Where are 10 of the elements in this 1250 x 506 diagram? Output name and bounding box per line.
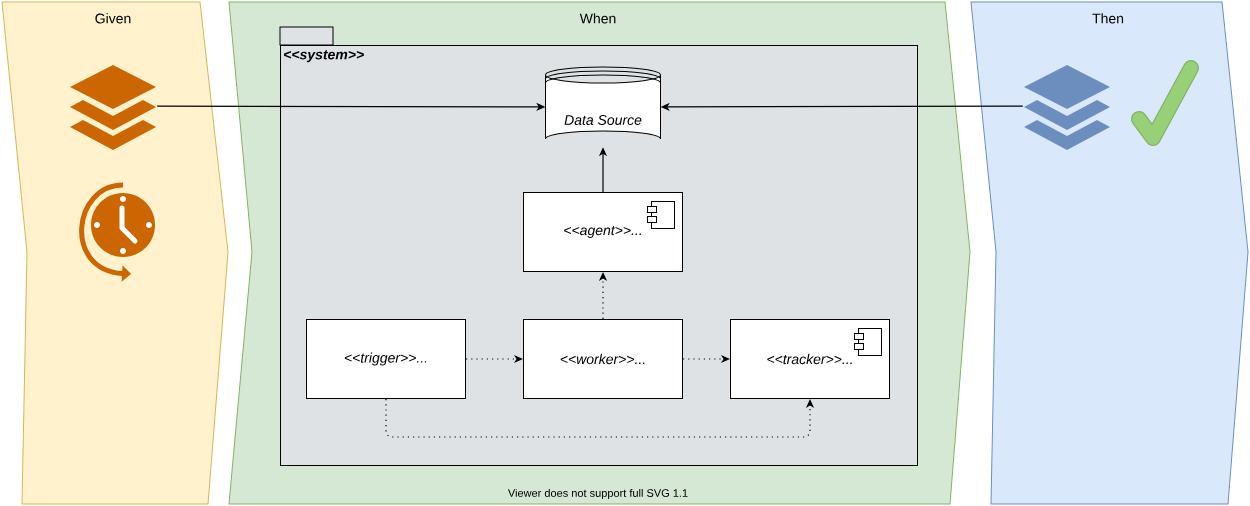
component-box: <<worker>>... [523,319,683,399]
component-box: <<trigger>>... [306,319,466,399]
chevron-band: Then [970,1,1249,505]
chevron-band: Given [1,1,229,505]
check-mark-icon [1131,60,1199,146]
component-box: <<agent>>... [523,192,683,272]
footer-note: Viewer does not support full SVG 1.1 [507,488,688,500]
component-box: <<tracker>>... [730,319,890,399]
layers-icon [1024,65,1110,150]
layers-icon [70,65,156,150]
